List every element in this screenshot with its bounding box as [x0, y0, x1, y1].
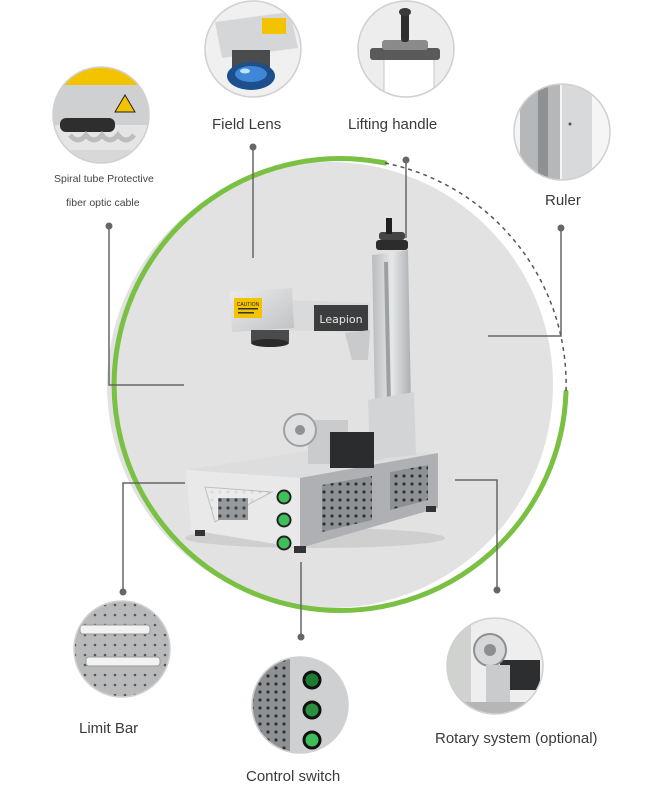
- label-ruler: Ruler: [545, 192, 581, 209]
- inset-field-lens: [204, 0, 302, 98]
- leader-ruler: [488, 228, 562, 337]
- brand-logo: Leapion: [319, 313, 362, 326]
- inset-spiral-tube: [52, 66, 150, 164]
- label-limit-bar: Limit Bar: [79, 720, 139, 737]
- control-switches: [276, 489, 292, 551]
- label-control-switch: Control switch: [246, 768, 341, 785]
- label-spiral-tube-line2: fiber optic cable: [66, 197, 140, 209]
- handle-knob: [386, 218, 392, 234]
- laser-marking-machine: Leapion CAUTION: [185, 218, 445, 553]
- handle-wheel: [376, 240, 408, 250]
- inset-rotary-system: [446, 617, 544, 715]
- inset-ruler: [513, 83, 611, 181]
- leader-lines: [108, 147, 562, 637]
- rotary-device: [283, 413, 374, 468]
- label-field-lens: Field Lens: [212, 116, 282, 133]
- vent-grille-right: [390, 465, 428, 510]
- vent-grille-left: [322, 476, 372, 532]
- inset-control-switch: [251, 656, 349, 754]
- leader-rotary: [455, 479, 498, 590]
- label-lifting-handle: Lifting handle: [348, 116, 438, 133]
- field-lens: [251, 330, 289, 342]
- label-rotary-system: Rotary system (optional): [435, 730, 598, 747]
- green-ring-arc: [111, 156, 569, 613]
- leader-spiral-tube: [108, 226, 184, 386]
- svg-text:CAUTION: CAUTION: [237, 302, 260, 308]
- leader-dots: [105, 143, 565, 641]
- inset-lifting-handle: [357, 0, 455, 98]
- leader-limit-bar: [122, 482, 185, 592]
- dashed-ring-arc: [384, 162, 567, 393]
- inset-limit-bar: [73, 600, 171, 698]
- label-spiral-tube-line1: Spiral tube Protective: [54, 173, 154, 185]
